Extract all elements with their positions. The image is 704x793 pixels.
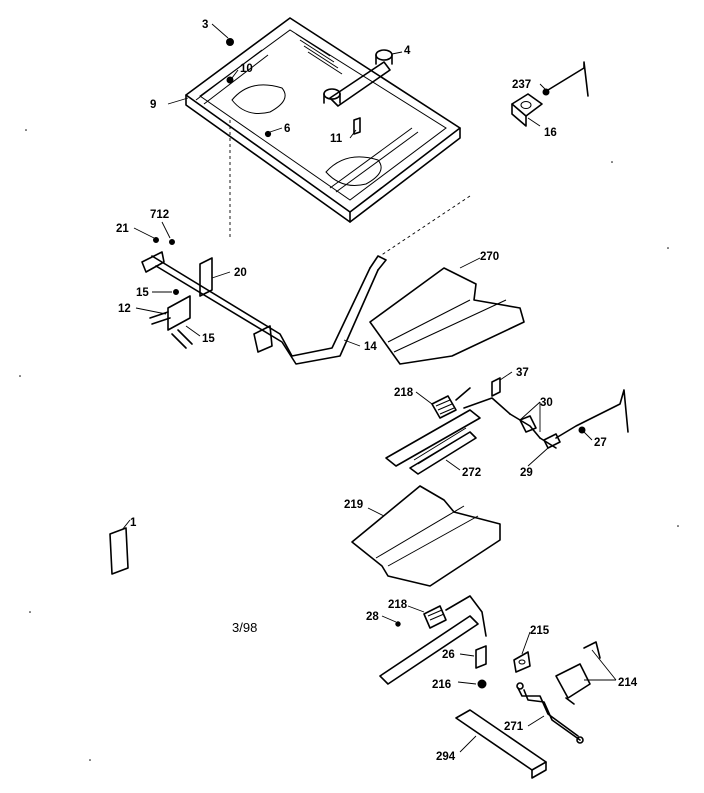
igniter-218-upper	[431, 387, 471, 419]
label-214: 214	[618, 677, 638, 689]
electrode-assembly-12	[149, 295, 193, 349]
label-712: 712	[150, 209, 169, 221]
valve-bracket-16	[511, 93, 543, 127]
label-237: 237	[512, 79, 531, 91]
literature-1	[109, 527, 129, 575]
label-218-lower: 218	[388, 599, 408, 611]
label-4: 4	[404, 45, 411, 57]
part-labels: 3 4 9 10 6 11 237 16 21 712 20 270 15 12…	[116, 19, 638, 763]
screw-712	[169, 239, 175, 245]
clip-11	[353, 117, 361, 135]
label-21: 21	[116, 223, 129, 235]
screw-10	[226, 76, 234, 84]
screw-6	[264, 130, 272, 138]
label-11: 11	[330, 133, 343, 145]
burner-bracket-assembly	[323, 49, 393, 107]
label-271: 271	[504, 721, 524, 733]
screw-15-upper	[173, 289, 179, 295]
label-37: 37	[516, 367, 529, 379]
label-15b: 15	[202, 333, 215, 345]
label-10: 10	[240, 63, 253, 75]
gas-line-30	[463, 389, 629, 449]
burner-tube-lower	[379, 615, 479, 685]
trim-strip-294	[455, 709, 547, 779]
heat-shield-270	[369, 267, 525, 365]
bracket-215	[513, 651, 531, 673]
label-29: 29	[520, 467, 533, 479]
burner-tube-272	[385, 409, 481, 475]
manifold-tube-14	[141, 251, 387, 365]
broil-shield-219	[351, 485, 501, 587]
label-16: 16	[544, 127, 557, 139]
date-code: 3/98	[232, 620, 257, 635]
label-12: 12	[118, 303, 131, 315]
label-219: 219	[344, 499, 363, 511]
nut-216	[477, 679, 487, 689]
label-20: 20	[234, 267, 247, 279]
label-15a: 15	[136, 287, 149, 299]
screw-3	[226, 38, 234, 46]
orifice-29	[543, 433, 561, 449]
label-6: 6	[284, 123, 290, 135]
label-27: 27	[594, 437, 607, 449]
gas-tube-237	[542, 61, 589, 97]
safety-valve-214	[555, 641, 601, 705]
gas-line-271	[516, 682, 584, 744]
scan-specks	[19, 129, 679, 761]
label-1: 1	[130, 517, 137, 529]
label-30: 30	[540, 397, 553, 409]
label-28: 28	[366, 611, 379, 623]
label-14: 14	[364, 341, 377, 353]
bracket-26	[475, 645, 487, 669]
burner-box-frame	[185, 17, 461, 223]
label-9: 9	[150, 99, 156, 111]
screw-21	[153, 237, 159, 243]
label-294: 294	[436, 751, 456, 763]
label-216: 216	[432, 679, 451, 691]
label-272: 272	[462, 467, 481, 479]
igniter-218-lower	[423, 595, 487, 637]
screw-28	[395, 621, 401, 627]
fitting-27	[578, 426, 586, 434]
label-26: 26	[442, 649, 455, 661]
label-215: 215	[530, 625, 550, 637]
label-218-upper: 218	[394, 387, 414, 399]
label-270: 270	[480, 251, 499, 263]
label-3: 3	[202, 19, 208, 31]
leader-lines	[121, 23, 617, 753]
clip-37	[491, 377, 501, 397]
